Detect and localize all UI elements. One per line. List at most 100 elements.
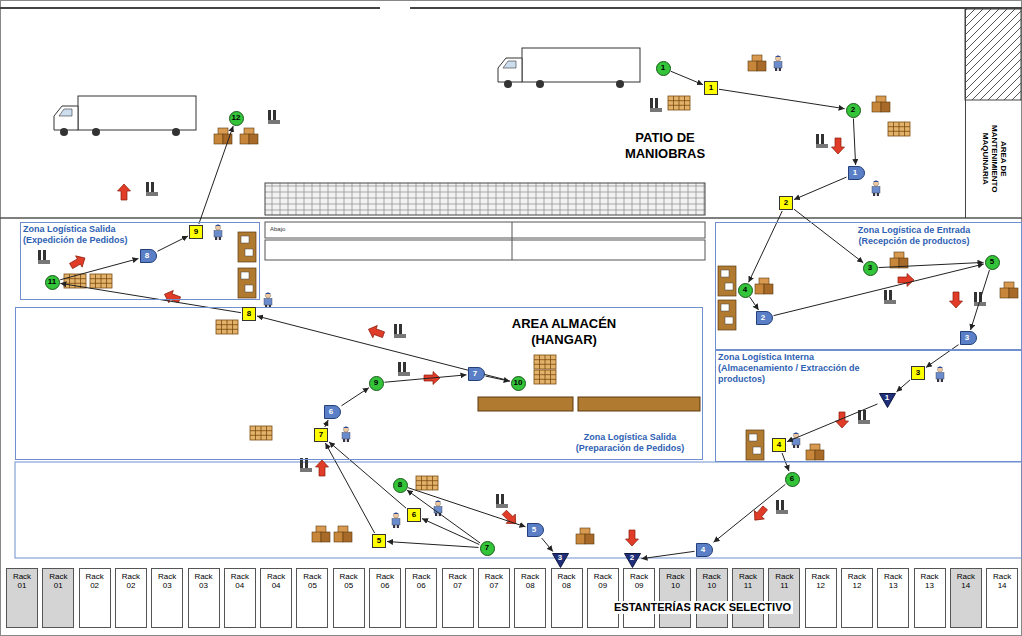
- flow-arrow: [950, 292, 963, 308]
- rack-label: Rack 13: [918, 572, 942, 590]
- step-number: 1: [661, 64, 665, 72]
- step-number: 6: [790, 475, 794, 483]
- zone-label: Zona Logística Salida (Expedición de Ped…: [23, 224, 149, 246]
- forklift: [394, 324, 406, 338]
- rack-box: Rack 14: [950, 568, 982, 628]
- label-holder: ESTANTERÍAS RACK SELECTIVO: [612, 601, 793, 614]
- shelf-cartons: [718, 300, 736, 330]
- flow-line: [794, 209, 863, 263]
- rack-label: Rack 11: [772, 572, 796, 590]
- step-number: 11: [48, 278, 56, 286]
- flow-arrow: [750, 504, 770, 525]
- dock-lane: [265, 240, 705, 260]
- inspection-square: 5: [372, 534, 386, 548]
- operation-circle: 9: [369, 376, 384, 391]
- rack-label: Rack 13: [881, 572, 905, 590]
- forklift: [38, 250, 50, 264]
- worker: [214, 225, 222, 241]
- rack-box: Rack 05: [333, 568, 365, 628]
- delay-symbol: 3: [960, 331, 977, 345]
- rack-label: Rack 02: [119, 572, 143, 590]
- step-number: 6: [412, 511, 416, 519]
- step-number: 7: [319, 431, 323, 439]
- delay-symbol: 8: [140, 249, 157, 263]
- step-number: 2: [630, 554, 634, 562]
- small-note: Abajo: [268, 226, 287, 233]
- inspection-square: 6: [407, 508, 421, 522]
- flow-line: [642, 551, 695, 558]
- inspection-square: 8: [242, 307, 256, 321]
- zone-label: Zona Logística Interna (Almacenamiento /…: [718, 352, 876, 384]
- rack-box: Rack 07: [478, 568, 510, 628]
- step-number: 4: [777, 441, 781, 449]
- rack-box: Rack 03: [188, 568, 220, 628]
- forklift: [884, 290, 896, 304]
- step-number: 8: [398, 481, 402, 489]
- worker: [936, 367, 944, 383]
- step-number: 3: [916, 369, 920, 377]
- rack-box: Rack 03: [151, 568, 183, 628]
- delay-symbol: 5: [527, 523, 544, 537]
- rack-box: Rack 10: [696, 568, 728, 628]
- flow-line: [408, 488, 525, 527]
- rack-box: Rack 06: [369, 568, 401, 628]
- worker: [872, 181, 880, 197]
- worker: [342, 427, 350, 443]
- rack-box: Rack 02: [115, 568, 147, 628]
- rack-label: Rack 03: [155, 572, 179, 590]
- storage-triangle: 1: [879, 393, 896, 408]
- forklift: [858, 410, 870, 424]
- operation-circle: 10: [511, 376, 526, 391]
- rack-box: Rack 09: [587, 568, 619, 628]
- flow-line: [714, 484, 786, 542]
- flow-line: [384, 375, 466, 382]
- rack-label: Rack 05: [300, 572, 324, 590]
- flow-line: [926, 345, 959, 368]
- worker: [774, 56, 782, 72]
- flow-arrow: [500, 508, 521, 529]
- dock-lane: [265, 222, 705, 238]
- rack-label: Rack 01: [46, 572, 70, 590]
- step-number: 2: [851, 106, 855, 114]
- rack-label: Rack 11: [736, 572, 760, 590]
- rack-label: Rack 07: [482, 572, 506, 590]
- flow-line: [325, 420, 328, 427]
- flow-line: [749, 211, 783, 282]
- step-number: 8: [145, 252, 149, 260]
- boxes: [334, 526, 352, 542]
- step-number: 12: [232, 114, 241, 122]
- operation-circle: 4: [738, 283, 753, 298]
- rack-box: Rack 07: [442, 568, 474, 628]
- rack-box: Rack 01: [6, 568, 38, 628]
- rack-label: Rack 09: [591, 572, 615, 590]
- rack-label: Rack 12: [809, 572, 833, 590]
- operation-circle: 2: [846, 103, 861, 118]
- worker: [392, 513, 400, 529]
- yard-wall: [0, 217, 1022, 219]
- inspection-square: 7: [314, 428, 328, 442]
- boxes: [748, 55, 766, 71]
- flow-line: [407, 490, 480, 543]
- rack-label: Rack 06: [373, 572, 397, 590]
- forklift: [146, 182, 158, 196]
- step-number: 9: [194, 228, 198, 236]
- rack-label: Rack 08: [555, 572, 579, 590]
- zone-box: Zona Logística Interna (Almacenamiento /…: [715, 350, 1022, 462]
- rack-label: Rack 05: [337, 572, 361, 590]
- step-number: 7: [473, 370, 477, 378]
- flow-line: [787, 404, 878, 442]
- rack-box: Rack 02: [79, 568, 111, 628]
- rack-label: Rack 09: [627, 572, 651, 590]
- worker: [264, 293, 272, 309]
- flow-line: [60, 259, 138, 280]
- operation-circle: 5: [985, 255, 1000, 270]
- step-number: 8: [247, 310, 251, 318]
- rack-box: Rack 04: [224, 568, 256, 628]
- rack-label: Rack 04: [264, 572, 288, 590]
- flow-line: [422, 519, 479, 545]
- delay-symbol: 7: [468, 367, 485, 381]
- step-number: 3: [868, 264, 872, 272]
- rack-box: Rack 13: [877, 568, 909, 628]
- rack-box: Rack 13: [914, 568, 946, 628]
